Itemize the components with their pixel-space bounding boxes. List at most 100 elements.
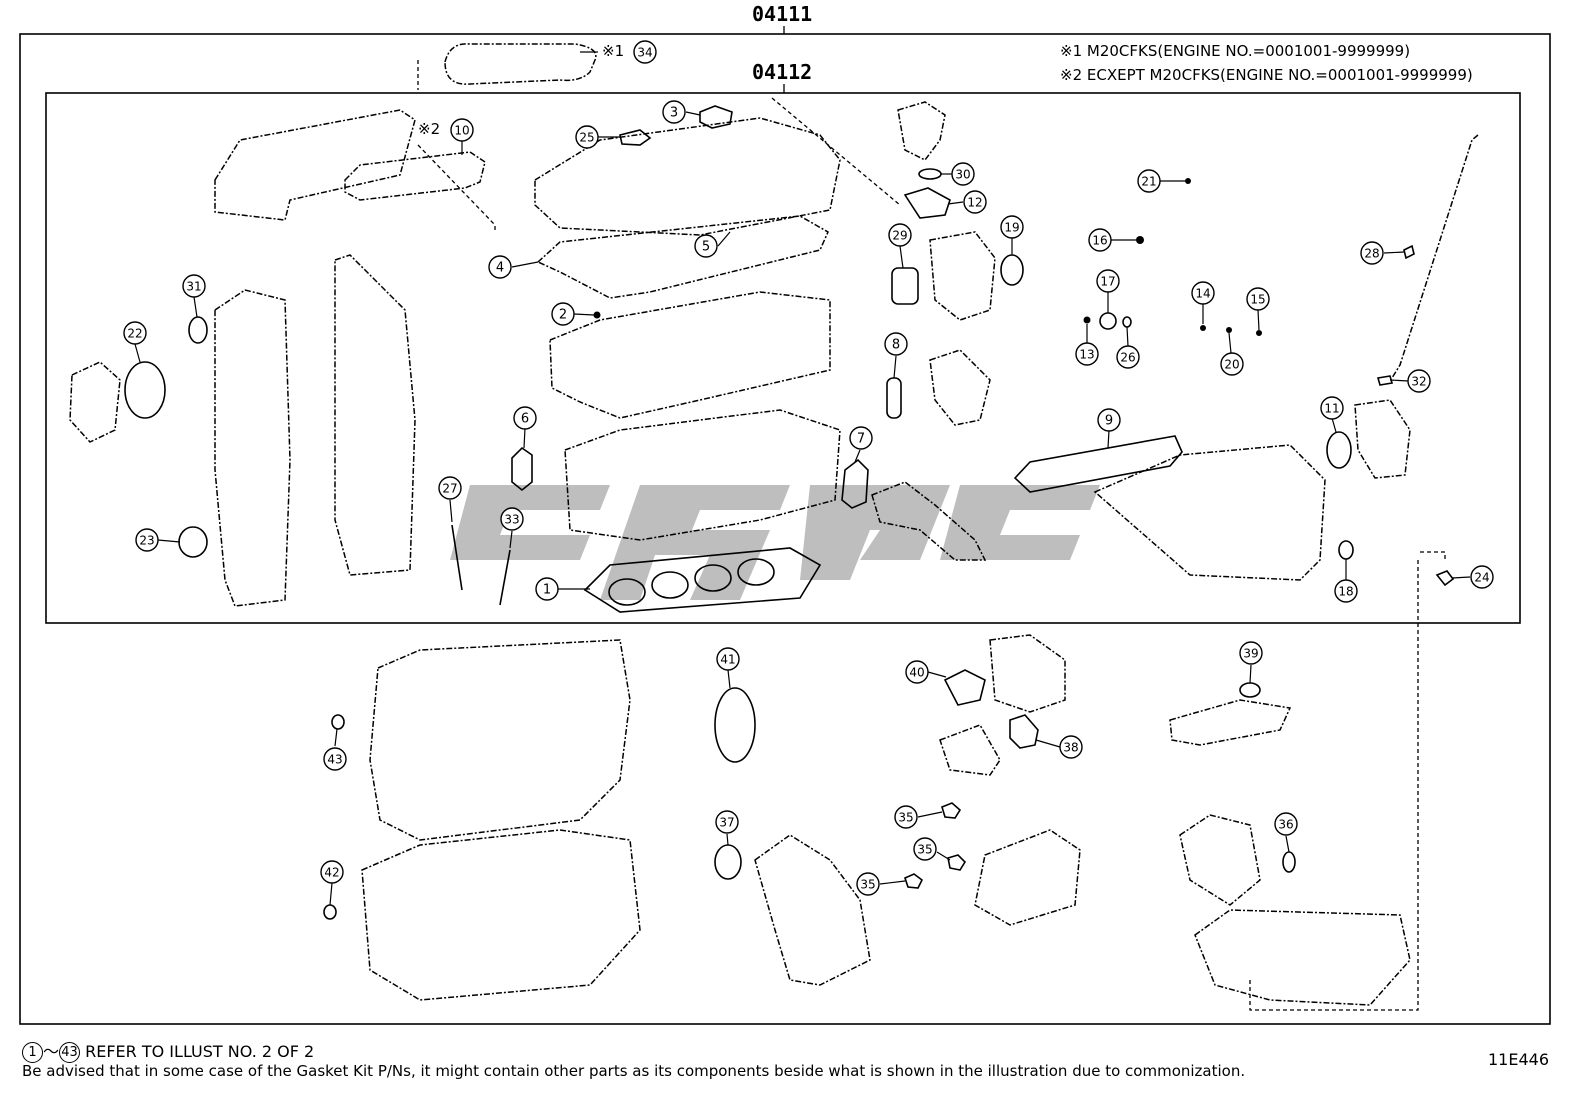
callout-circle <box>888 223 912 247</box>
callout-circle <box>963 190 987 214</box>
callout-circle <box>694 234 718 258</box>
callout-26: 26 <box>1116 345 1140 369</box>
water-pump-oring-19 <box>1000 254 1024 286</box>
crank-front-oil-seal-23 <box>178 526 208 558</box>
callout-39: 39 <box>1239 641 1263 665</box>
callout-circle <box>1246 287 1270 311</box>
watermark-logo <box>450 485 1100 600</box>
callout-number: 14 <box>1195 287 1210 301</box>
oring-11 <box>1326 431 1352 469</box>
callout-4: 4 <box>488 255 512 279</box>
oil-pan <box>1194 909 1411 1006</box>
callout-number: 29 <box>892 229 907 243</box>
leader-7 <box>854 449 861 463</box>
callout-number: 23 <box>139 534 154 548</box>
leader-22 <box>134 343 141 363</box>
refer-line: 1〜43 REFER TO ILLUST NO. 2 OF 2 <box>22 1038 314 1063</box>
callout-number: 21 <box>1141 175 1156 189</box>
range-separator: 〜 <box>43 1042 60 1061</box>
callout-38: 38 <box>1059 735 1083 759</box>
callout-43: 43 <box>323 747 347 771</box>
main-kit-code: 04111 <box>752 2 813 26</box>
callout-circle <box>182 274 206 298</box>
callout-30: 30 <box>951 162 975 186</box>
callout-21: 21 <box>1137 169 1161 193</box>
callout-circle <box>323 747 347 771</box>
callout-circle <box>575 125 599 149</box>
callout-16: 16 <box>1088 228 1112 252</box>
oil-pump-lower <box>754 834 871 986</box>
callout-circle <box>1116 345 1140 369</box>
camshaft-housing <box>549 291 831 419</box>
illustration-id: 11E446 <box>1488 1050 1550 1069</box>
callout-35: 35 <box>913 837 937 861</box>
callout-number: 10 <box>454 124 469 138</box>
gasket-6 <box>511 446 533 492</box>
leader-23 <box>157 539 181 543</box>
callout-5: 5 <box>694 234 718 258</box>
callout-circle <box>135 528 159 552</box>
plug-43 <box>331 714 345 730</box>
leader-38 <box>1035 739 1061 748</box>
callout-number: 26 <box>1120 351 1135 365</box>
callout-15: 15 <box>1246 287 1270 311</box>
crank-rear-oil-seal-22 <box>124 361 166 419</box>
leader-27 <box>449 499 453 523</box>
callout-12: 12 <box>963 190 987 214</box>
oring-30 <box>918 168 942 180</box>
valve-27 <box>451 524 463 591</box>
oil-filler-cap-3 <box>699 105 733 129</box>
callout-number: 2 <box>559 308 567 323</box>
plug-13 <box>1083 316 1091 324</box>
callout-number: 16 <box>1092 234 1107 248</box>
callout-3: 3 <box>662 100 686 124</box>
timing-cover-rear <box>334 254 416 576</box>
water-pump <box>929 231 996 321</box>
callout-number: 35 <box>917 843 932 857</box>
egr-cooler <box>939 724 1001 776</box>
callout-number: 28 <box>1364 247 1379 261</box>
callout-number: 38 <box>1063 741 1078 755</box>
intake-manifold <box>1093 444 1326 581</box>
callout-number: 1 <box>543 583 551 598</box>
callout-circle <box>1470 565 1494 589</box>
callout-19: 19 <box>1000 215 1024 239</box>
callout-circle <box>1360 241 1384 265</box>
applicability-note-2: ※2 ECXEPT M20CFKS(ENGINE NO.=0001001-999… <box>1060 66 1473 84</box>
callout-circle <box>1191 281 1215 305</box>
outer-kit-frame <box>19 33 1551 1025</box>
callout-number: 31 <box>186 280 201 294</box>
range-end-callout: 43 <box>59 1042 81 1063</box>
seal-2 <box>593 311 601 319</box>
callout-31: 31 <box>182 274 206 298</box>
leader-28 <box>1383 251 1405 254</box>
callout-circle <box>905 660 929 684</box>
callout-circle <box>1088 228 1112 252</box>
advisory-text: Be advised that in some case of the Gask… <box>22 1062 1246 1080</box>
callout-number: 36 <box>1278 818 1293 832</box>
leader-8 <box>893 355 897 379</box>
oil-pan-group-bracket <box>1249 551 1446 1011</box>
leader-12 <box>947 201 964 205</box>
callout-number: 7 <box>857 432 865 447</box>
callout-number: 41 <box>720 653 735 667</box>
thermostat-housing <box>897 101 946 161</box>
callout-circle <box>1407 369 1431 393</box>
leader-41 <box>727 669 731 689</box>
callout-number: 5 <box>702 240 710 255</box>
callout-number: 32 <box>1411 375 1426 389</box>
leader-26 <box>1126 326 1129 347</box>
callout-number: 9 <box>1105 414 1113 429</box>
leader-36 <box>1285 835 1290 853</box>
callout-number: 20 <box>1224 358 1239 372</box>
callout-14: 14 <box>1191 281 1215 305</box>
sub-kit-code: 04112 <box>752 60 813 84</box>
callout-number: 11 <box>1324 402 1339 416</box>
callout-circle <box>513 406 537 430</box>
callout-circle <box>500 507 524 531</box>
leader-33 <box>509 530 513 549</box>
callout-circle <box>1220 352 1244 376</box>
leader-6 <box>523 427 526 449</box>
callout-number: 42 <box>324 866 339 880</box>
